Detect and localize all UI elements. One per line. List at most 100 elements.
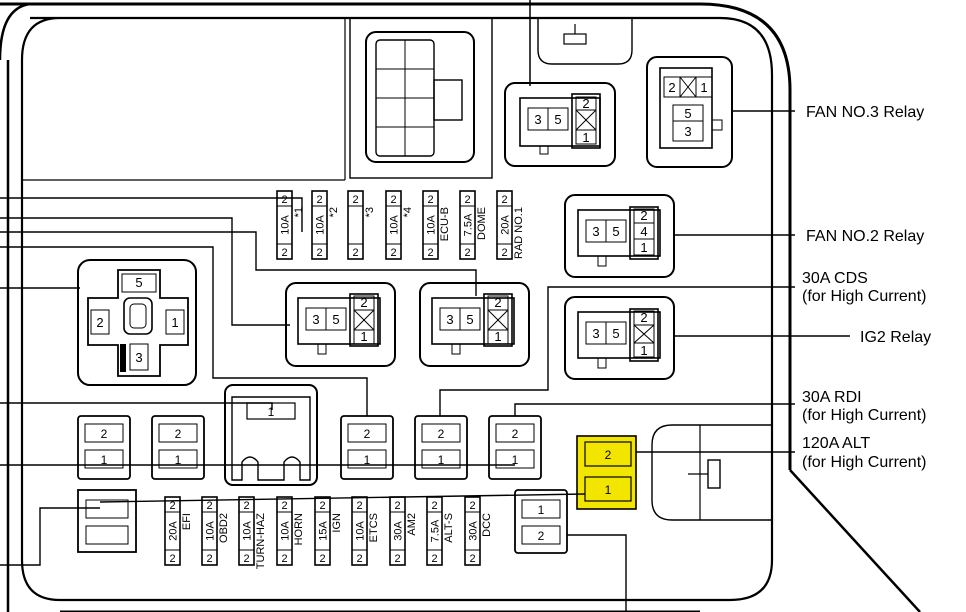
- fuse-rating: 10A: [242, 521, 254, 541]
- pin-label: 3: [592, 326, 599, 341]
- fuse-pin-label: 2: [243, 553, 249, 565]
- alt-sublabel: (for High Current): [802, 454, 926, 471]
- fan3-relay: 2 1 5 3: [646, 56, 733, 168]
- pin-label: 5: [612, 224, 619, 239]
- fuse: 22*3: [347, 190, 376, 260]
- pin-label: 2: [640, 208, 647, 223]
- pin-label: 1: [640, 240, 647, 255]
- fuse-rating: 7.5A: [463, 213, 475, 236]
- fuse-pin-label: 2: [469, 553, 475, 565]
- pin-label: 1: [175, 453, 182, 467]
- two-pin-socket: 21: [340, 415, 394, 480]
- fuse-pin-label: 2: [427, 247, 433, 259]
- pin-label: 5: [684, 106, 691, 121]
- pin-label: 2: [438, 427, 445, 441]
- pin-label: 1: [438, 453, 445, 467]
- fuse-name: ECU-B: [439, 207, 451, 241]
- cds-label: 30A CDS: [802, 270, 868, 287]
- pin-label: 1: [171, 315, 178, 330]
- fan2-relay-label: FAN NO.2 Relay: [806, 228, 924, 245]
- fuse-pin-label: 2: [281, 194, 287, 206]
- pin-label: 3: [312, 312, 319, 327]
- fuse-pin-label: 2: [319, 553, 325, 565]
- pin-label: 1: [582, 130, 589, 145]
- rdi-sublabel: (for High Current): [802, 407, 926, 424]
- pin-label: 2: [364, 427, 371, 441]
- pin-label: 1: [494, 329, 501, 344]
- pin-label: 2: [360, 295, 367, 310]
- pin-label: 4: [640, 224, 647, 239]
- fuse-name: HORN: [293, 513, 305, 545]
- pin-label: 1: [360, 329, 367, 344]
- cable-diagonal: [789, 469, 921, 612]
- fuse-rating: 10A: [205, 521, 217, 541]
- top-tab: [537, 18, 633, 65]
- fuse-pin-label: 2: [501, 247, 507, 259]
- pin-label: 5: [332, 312, 339, 327]
- fuse-name: RAD NO.1: [513, 207, 525, 259]
- two-pin-socket: 21: [488, 415, 542, 480]
- fuse-pin-label: 2: [431, 553, 437, 565]
- fuse-pin-label: 2: [431, 500, 437, 512]
- fuse-pin-label: 2: [464, 247, 470, 259]
- fuse-rating: 10A: [280, 215, 292, 235]
- fuse-pin-label: 2: [169, 553, 175, 565]
- ig2-relay-label: IG2 Relay: [860, 329, 931, 346]
- fuse-rating: 20A: [168, 521, 180, 541]
- fuse-rating: 15A: [318, 521, 330, 541]
- pin-label: 2: [494, 295, 501, 310]
- fuse-rating: 10A: [426, 215, 438, 235]
- lower-right-socket: 1 2: [514, 489, 568, 554]
- fuse-pin-label: 2: [281, 247, 287, 259]
- pin-label: 2: [101, 427, 108, 441]
- fuse-rating: 10A: [389, 215, 401, 235]
- main-connector: [349, 17, 493, 179]
- pin-label: 1: [700, 80, 707, 95]
- fuse-pin-label: 2: [469, 500, 475, 512]
- pin-label: 5: [135, 275, 142, 290]
- pin-label: 1: [364, 453, 371, 467]
- pin-label: 5: [466, 312, 473, 327]
- fuse-pin-label: 2: [281, 553, 287, 565]
- pin-label: 2: [96, 315, 103, 330]
- cds-sublabel: (for High Current): [802, 288, 926, 305]
- two-pin-socket: 21: [151, 415, 205, 480]
- pin-label: 2: [605, 448, 612, 462]
- pin-label: 1: [640, 343, 647, 358]
- pin-label: 1: [538, 503, 545, 517]
- fuse-pin-label: 2: [352, 247, 358, 259]
- fuse-name: IGN: [331, 513, 343, 533]
- pin-label: 2: [175, 427, 182, 441]
- fuse-pin-label: 2: [206, 500, 212, 512]
- pin-label: 2: [538, 529, 545, 543]
- pin-label: 2: [668, 80, 675, 95]
- pin-label: 5: [612, 326, 619, 341]
- fuse-name: OBD2: [218, 513, 230, 543]
- lower-left-socket: [77, 489, 137, 553]
- pin-label: 1: [268, 405, 275, 419]
- fuse-pin-label: 2: [316, 194, 322, 206]
- relay-middle-left: 3 5 2 1: [285, 282, 396, 367]
- fuse-pin-label: 2: [394, 500, 400, 512]
- pin-label: 2: [582, 96, 589, 111]
- fuse-name: TURN-HAZ: [255, 513, 267, 569]
- pin-label: 2: [512, 427, 519, 441]
- fuse-rating: 10A: [355, 521, 367, 541]
- fuse-pin-label: 2: [352, 194, 358, 206]
- fuse-rating: 10A: [315, 215, 327, 235]
- cds-leader: [439, 286, 795, 416]
- side-bracket: [651, 424, 772, 521]
- fuse-rating: 20A: [500, 215, 512, 235]
